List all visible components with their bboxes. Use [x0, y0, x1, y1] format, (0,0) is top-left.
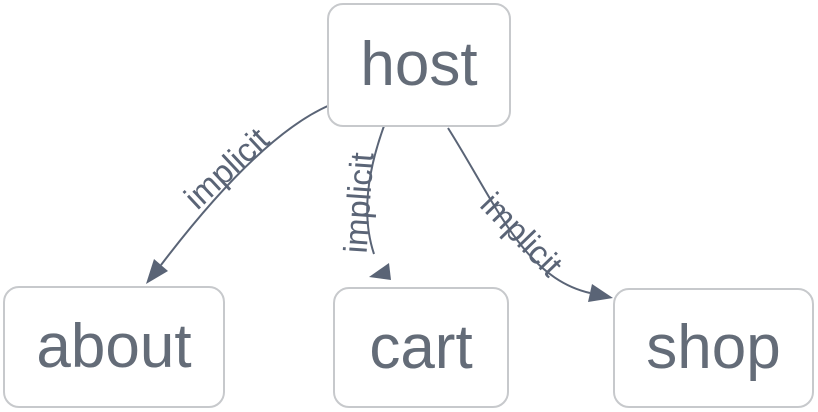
edge-label-host-shop: implicit	[473, 185, 570, 283]
node-cart[interactable]: cart	[333, 287, 509, 408]
edge-host-cart[interactable]	[366, 125, 385, 255]
edge-label-host-about: implicit	[177, 120, 276, 216]
edge-label-host-cart: implicit	[337, 151, 381, 254]
node-host-label: host	[360, 30, 478, 99]
node-about-label: about	[36, 312, 192, 381]
node-shop-label: shop	[646, 313, 781, 382]
node-shop[interactable]: shop	[613, 288, 814, 408]
arrowhead-about	[146, 259, 168, 284]
node-about[interactable]: about	[3, 286, 225, 408]
edge-host-shop[interactable]	[447, 127, 591, 294]
node-host[interactable]: host	[327, 3, 511, 127]
arrowhead-shop	[588, 284, 613, 302]
edge-host-about[interactable]	[160, 104, 331, 266]
node-cart-label: cart	[369, 312, 473, 382]
arrowhead-cart	[369, 263, 391, 280]
